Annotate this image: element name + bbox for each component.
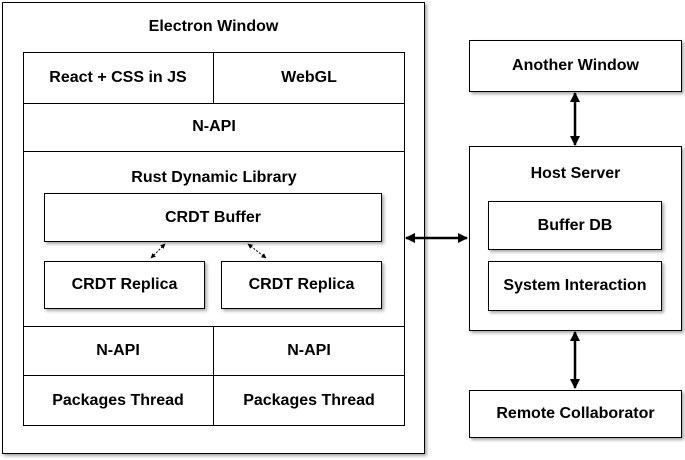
rust-dynamic-library-title: Rust Dynamic Library xyxy=(131,169,297,186)
napi-left-cell: N-API xyxy=(23,326,214,376)
remote-collaborator-box: Remote Collaborator xyxy=(469,390,682,438)
system-interaction-box: System Interaction xyxy=(488,261,662,311)
webgl-cell: WebGL xyxy=(213,52,405,104)
electron-window-title: Electron Window xyxy=(148,18,279,35)
buffer-db-box: Buffer DB xyxy=(488,201,662,250)
rust-dynamic-library-section xyxy=(23,151,405,327)
host-server-title: Host Server xyxy=(530,165,621,182)
packages-thread-right-cell: Packages Thread xyxy=(243,391,375,409)
another-window-box: Another Window xyxy=(469,40,682,92)
packages-thread-left-cell: Packages Thread xyxy=(23,375,214,426)
react-css-in-js-cell: React + CSS in JS xyxy=(23,52,214,104)
napi-right-cell: N-API xyxy=(213,326,405,376)
napi-top-cell: N-API xyxy=(23,103,405,152)
crdt-buffer-box: CRDT Buffer xyxy=(44,193,382,242)
crdt-replica-right-box: CRDT Replica xyxy=(221,261,382,309)
crdt-replica-left-box: CRDT Replica xyxy=(44,261,205,309)
